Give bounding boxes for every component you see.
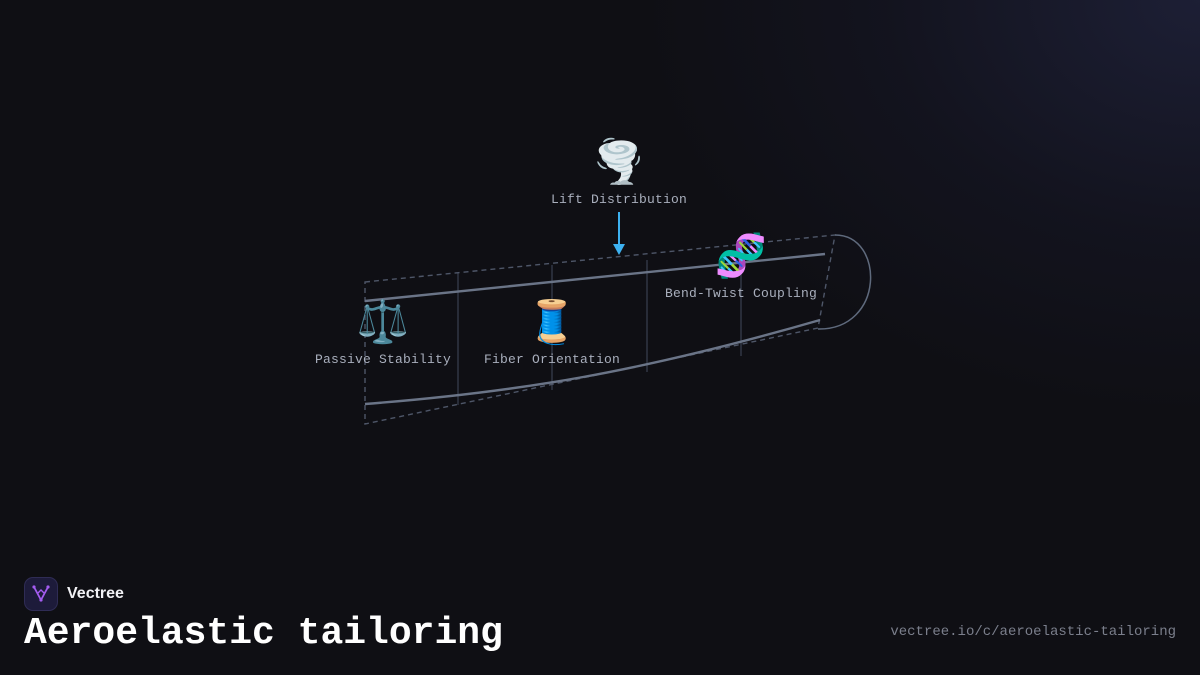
- lift-arrow-head: [613, 244, 625, 255]
- node-label: Lift Distribution: [550, 192, 688, 207]
- dna-icon: 🧬: [714, 234, 768, 280]
- wing-tip: [817, 234, 872, 330]
- node-bend-twist-coupling: 🧬 Bend-Twist Coupling: [665, 232, 817, 301]
- wing-leading-edge: [364, 252, 826, 303]
- thread-spool-icon: 🧵: [525, 300, 579, 346]
- node-label: Bend-Twist Coupling: [664, 286, 818, 301]
- vectree-logo-icon: [24, 577, 58, 611]
- page-title: Aeroelastic tailoring: [24, 612, 503, 655]
- brand[interactable]: Vectree: [24, 577, 124, 611]
- node-label: Fiber Orientation: [483, 352, 621, 367]
- node-passive-stability: ⚖️ Passive Stability: [315, 298, 451, 367]
- brand-name: Vectree: [67, 585, 124, 602]
- tornado-icon: 🌪️: [592, 140, 646, 186]
- node-fiber-orientation: 🧵 Fiber Orientation: [484, 298, 620, 367]
- wing-trailing-edge: [364, 318, 821, 406]
- node-lift-distribution: 🌪️ Lift Distribution: [551, 138, 687, 207]
- node-label: Passive Stability: [314, 352, 452, 367]
- page-url[interactable]: vectree.io/c/aeroelastic-tailoring: [890, 624, 1176, 640]
- balance-scale-icon: ⚖️: [356, 300, 410, 346]
